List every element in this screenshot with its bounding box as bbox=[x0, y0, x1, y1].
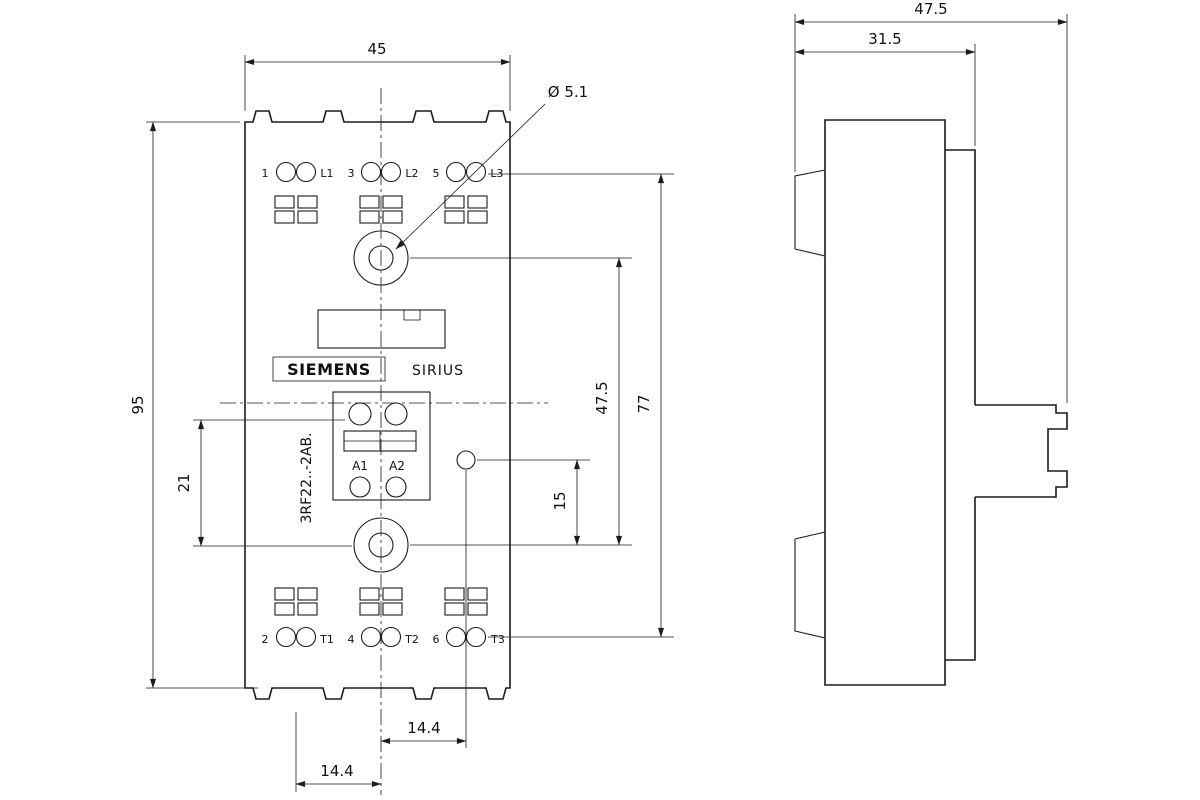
dim-pole-pitch-left-label: 14.4 bbox=[320, 762, 353, 780]
terminal-label-t1: T1 bbox=[319, 633, 334, 646]
brand-box bbox=[272, 356, 386, 382]
hole-diameter-callout: Ø 5.1 bbox=[395, 83, 588, 250]
dim-depth-overall: 47.5 bbox=[794, 0, 1068, 403]
terminal-label-4: 4 bbox=[348, 633, 355, 646]
dim-width-label: 45 bbox=[367, 40, 386, 58]
dim-control-offset: 21 bbox=[175, 419, 352, 547]
dim-width: 45 bbox=[244, 40, 511, 111]
model-label: 3RF22..-2AB. bbox=[299, 433, 315, 524]
dim-aux-offset-label: 15 bbox=[551, 491, 569, 510]
terminal-label-6: 6 bbox=[433, 633, 440, 646]
front-cover-upper bbox=[794, 169, 826, 257]
dim-hole-pitch: 47.5 bbox=[410, 257, 632, 546]
terminal-label-t2: T2 bbox=[404, 633, 419, 646]
control-terminal-label-a2: A2 bbox=[389, 459, 405, 473]
dim-control-offset-label: 21 bbox=[175, 473, 193, 492]
dim-pole-pitch-right-label: 14.4 bbox=[407, 719, 440, 737]
branding: SIEMENS SIRIUS bbox=[272, 356, 464, 382]
terminal-label-2: 2 bbox=[262, 633, 269, 646]
hole-diameter-label: Ø 5.1 bbox=[548, 83, 588, 101]
dim-hole-pitch-label: 47.5 bbox=[593, 381, 611, 414]
terminal-label-l3: L3 bbox=[490, 167, 503, 180]
side-rear-section bbox=[945, 149, 976, 661]
bottom-terminal-row bbox=[274, 587, 488, 648]
side-body-outline bbox=[824, 119, 946, 686]
mounting-hole-top bbox=[353, 230, 409, 286]
terminal-label-1: 1 bbox=[262, 167, 269, 180]
side-view: 47.5 31.5 bbox=[794, 0, 1068, 686]
control-terminal-label-a1: A1 bbox=[352, 459, 368, 473]
terminal-label-l1: L1 bbox=[320, 167, 333, 180]
bottom-terminal-labels: 2 T1 4 T2 6 T3 bbox=[262, 633, 505, 646]
dim-pole-pitch-left: 14.4 bbox=[295, 712, 382, 792]
din-rail-clip bbox=[975, 404, 1068, 498]
mounting-hole-bottom bbox=[353, 517, 409, 573]
front-view: 1 L1 3 L2 5 L3 SIEMENS SIRIUS bbox=[129, 40, 674, 795]
terminal-label-5: 5 bbox=[433, 167, 440, 180]
terminal-label-l2: L2 bbox=[405, 167, 418, 180]
front-cover-lower bbox=[794, 531, 826, 639]
top-terminal-labels: 1 L1 3 L2 5 L3 bbox=[262, 167, 504, 180]
dim-pole-pitch-right: 14.4 bbox=[380, 470, 467, 748]
dim-depth-body: 31.5 bbox=[794, 30, 976, 146]
dim-depth-body-label: 31.5 bbox=[868, 30, 901, 48]
dim-depth-overall-label: 47.5 bbox=[914, 0, 947, 18]
dim-terminal-span: 77 bbox=[488, 173, 674, 638]
series-label: SIRIUS bbox=[412, 363, 464, 379]
latch-slider bbox=[317, 309, 446, 349]
front-body-outline bbox=[244, 110, 511, 700]
dim-height: 95 bbox=[129, 121, 258, 689]
brand-label: SIEMENS bbox=[287, 360, 371, 379]
control-module: A1 A2 bbox=[332, 391, 431, 501]
centerlines bbox=[220, 88, 548, 795]
top-terminal-row bbox=[274, 161, 488, 224]
dim-height-label: 95 bbox=[129, 395, 147, 414]
dim-aux-offset: 15 bbox=[477, 459, 590, 546]
dim-terminal-span-label: 77 bbox=[635, 394, 653, 413]
terminal-label-3: 3 bbox=[348, 167, 355, 180]
terminal-label-t3: T3 bbox=[490, 633, 505, 646]
aux-point bbox=[456, 450, 476, 470]
